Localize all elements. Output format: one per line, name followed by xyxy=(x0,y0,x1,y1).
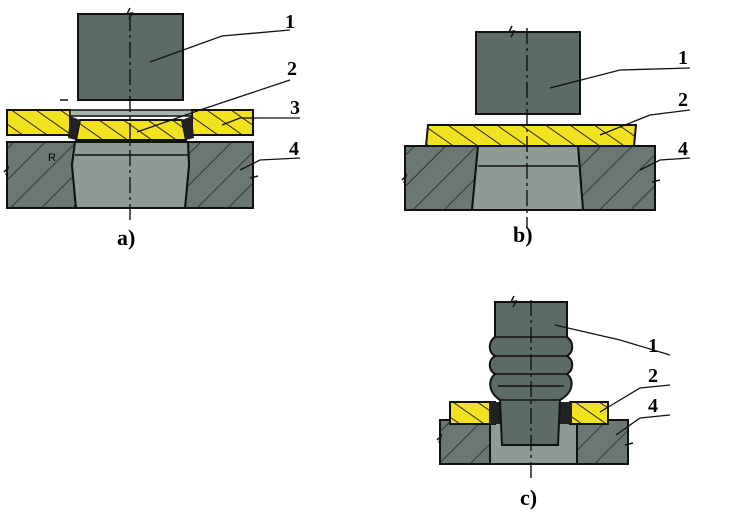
caption-b: b) xyxy=(513,222,533,247)
caption-a: a) xyxy=(117,225,135,250)
panel-c: 1 2 4 c) xyxy=(436,295,671,510)
blank-c xyxy=(449,401,609,425)
label-4-a: 4 xyxy=(289,138,299,160)
punch-a xyxy=(60,7,184,101)
label-4-b: 4 xyxy=(678,138,688,160)
label-1-a: 1 xyxy=(285,11,295,33)
label-2-b: 2 xyxy=(678,89,688,111)
blank-b xyxy=(424,124,638,147)
radius-annotation: R xyxy=(48,152,56,164)
label-2-c: 2 xyxy=(648,365,658,387)
caption-c: c) xyxy=(520,485,537,510)
die-a xyxy=(3,141,259,209)
label-3-a: 3 xyxy=(290,97,300,119)
panel-a: R 1 2 3 4 a) xyxy=(3,7,301,250)
label-1-b: 1 xyxy=(678,47,688,69)
label-1-c: 1 xyxy=(648,335,658,357)
die-b xyxy=(401,145,661,211)
blank-a xyxy=(68,116,194,141)
label-4-c: 4 xyxy=(648,395,658,417)
punch-c xyxy=(488,295,574,446)
punch-b xyxy=(475,25,581,115)
panel-b: 1 2 4 b) xyxy=(401,25,691,247)
holder-a xyxy=(6,109,254,136)
label-2-a: 2 xyxy=(287,58,297,80)
